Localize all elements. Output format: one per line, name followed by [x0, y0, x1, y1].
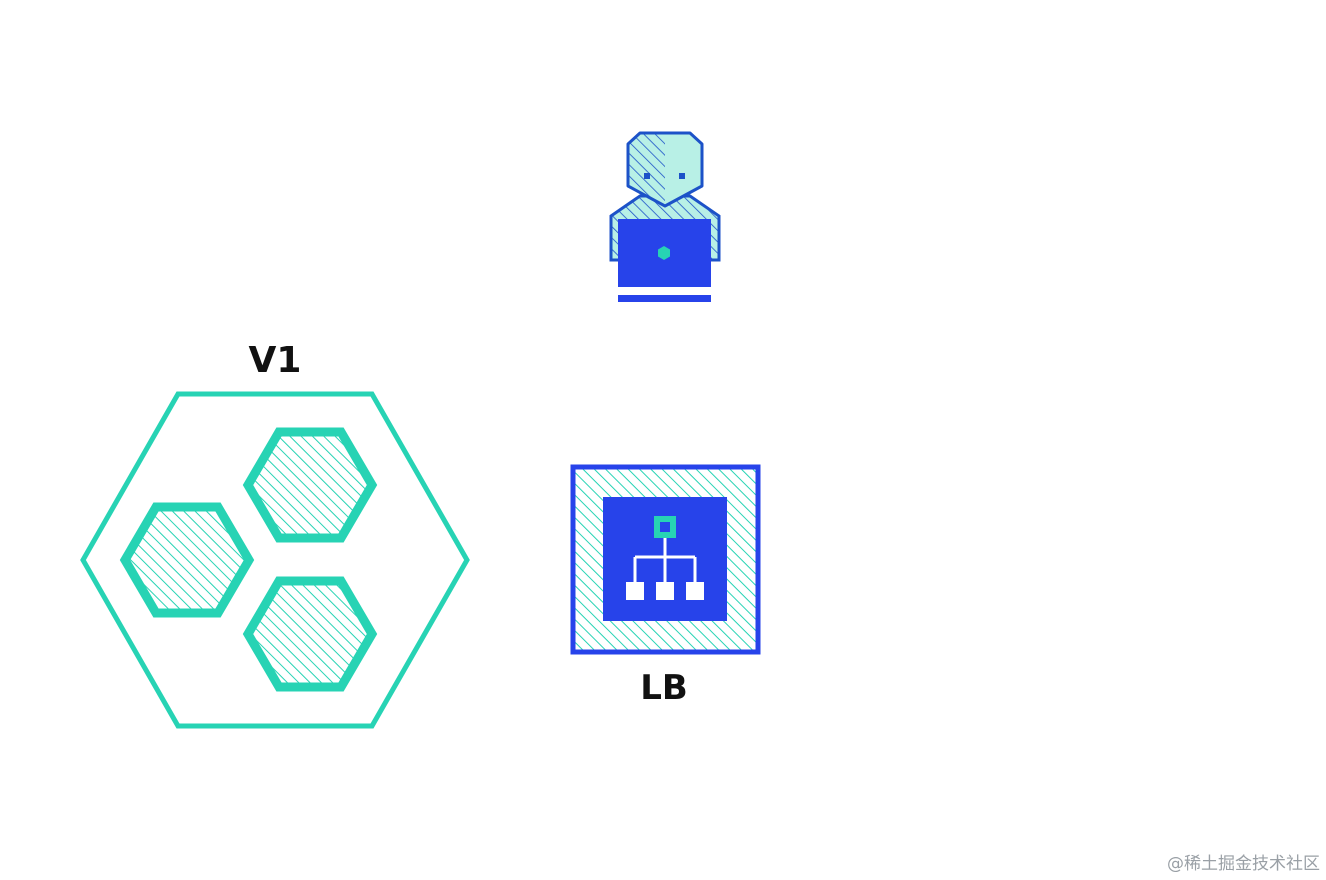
cluster-outer-hexagon	[80, 391, 470, 729]
developer-laptop-icon	[609, 131, 721, 302]
pod-hexagon-bottom	[242, 576, 378, 692]
service-cluster-icon	[80, 391, 470, 729]
user-eye-left	[644, 173, 650, 179]
laptop-base	[618, 295, 711, 302]
lb-leaf-node-3	[686, 582, 704, 600]
user-eye-right	[679, 173, 685, 179]
user-head	[626, 131, 704, 208]
v1-label: V1	[248, 340, 302, 381]
lb-leaf-node-1	[626, 582, 644, 600]
pod-hexagon-left	[119, 502, 255, 618]
pod-hexagon-top	[242, 427, 378, 543]
lb-label: LB	[640, 668, 688, 708]
load-balancer-icon	[570, 464, 761, 655]
lb-leaf-node-2	[656, 582, 674, 600]
laptop-logo-icon	[658, 246, 670, 260]
lb-tree-lines	[633, 538, 697, 582]
watermark-text: @稀土掘金技术社区	[1167, 854, 1320, 874]
